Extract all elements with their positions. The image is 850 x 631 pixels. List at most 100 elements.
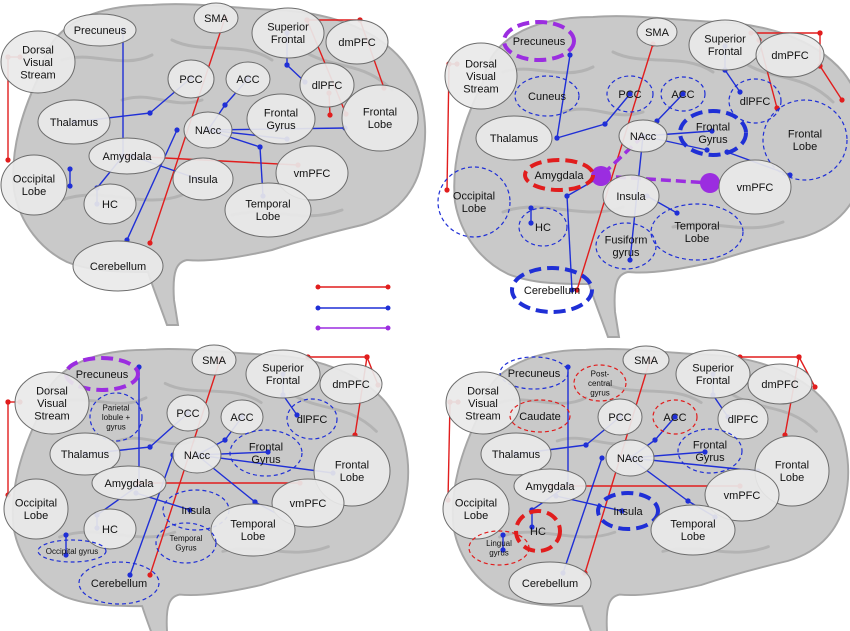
node-label: Superior bbox=[262, 363, 304, 375]
node-label: dlPFC bbox=[740, 96, 771, 108]
node-label: ACC bbox=[236, 74, 259, 86]
node-nacc: NAcc bbox=[605, 439, 655, 477]
node-label: Lobe bbox=[685, 233, 709, 245]
node-label: Gyrus bbox=[266, 120, 296, 132]
connection-blue bbox=[654, 416, 676, 441]
node-label: Frontal bbox=[696, 375, 730, 387]
node-label: ACC bbox=[663, 412, 686, 424]
highlight-node bbox=[700, 173, 720, 193]
node-label: Temporal bbox=[170, 534, 203, 543]
node-insula: Insula bbox=[602, 174, 660, 218]
node-cuneus: Cuneus bbox=[514, 75, 580, 117]
node-label: Amygdala bbox=[526, 481, 576, 493]
node-cerebellum: Cerebellum bbox=[78, 561, 160, 605]
node-label: dlPFC bbox=[297, 414, 328, 426]
node-label: Lobe bbox=[780, 472, 804, 484]
node-label: Visual bbox=[37, 398, 67, 410]
node-label: Superior bbox=[704, 34, 746, 46]
node-label: dlPFC bbox=[728, 414, 759, 426]
node-label: Visual bbox=[23, 57, 53, 69]
connection-blue bbox=[556, 123, 606, 139]
node-label: Lobe bbox=[793, 141, 817, 153]
node-label: Frontal bbox=[775, 460, 809, 472]
node-dmpfc: dmPFC bbox=[755, 32, 825, 78]
node-label: Lobe bbox=[464, 510, 488, 522]
node-label: vmPFC bbox=[724, 490, 761, 502]
node-hc: HC bbox=[518, 207, 568, 247]
node-pcc: PCC bbox=[166, 394, 210, 432]
node-label: PCC bbox=[618, 89, 641, 101]
node-precuneus: Precuneus bbox=[499, 356, 569, 390]
node-label: SMA bbox=[645, 27, 670, 39]
node-label: Lobe bbox=[22, 186, 46, 198]
node-label: Cuneus bbox=[528, 91, 566, 103]
connection-red bbox=[819, 65, 843, 101]
node-label: Precuneus bbox=[76, 369, 129, 381]
node-label: Occipital bbox=[455, 498, 497, 510]
node-label: Lobe bbox=[368, 119, 392, 131]
node-label: Stream bbox=[465, 410, 500, 422]
node-pcc: PCC bbox=[597, 398, 643, 436]
node-dlpfc: dlPFC bbox=[728, 78, 782, 124]
connection-red bbox=[447, 401, 451, 501]
node-label: PCC bbox=[608, 412, 631, 424]
connection-blue bbox=[562, 457, 603, 574]
node-nacc: NAcc bbox=[172, 436, 222, 474]
node-label: Stream bbox=[463, 83, 498, 95]
node-acc: ACC bbox=[652, 399, 698, 435]
node-vmpfc: vmPFC bbox=[275, 145, 349, 201]
node-vmpfc: vmPFC bbox=[718, 159, 792, 215]
node-label: HC bbox=[102, 199, 118, 211]
node-label: Temporal bbox=[674, 221, 719, 233]
node-label: central bbox=[588, 379, 612, 388]
node-label: Frontal bbox=[249, 442, 283, 454]
node-label: Insula bbox=[616, 191, 646, 203]
node-label: Thalamus bbox=[50, 117, 99, 129]
node-label: Gyrus bbox=[695, 452, 725, 464]
connection-blue bbox=[724, 69, 741, 93]
node-label: Cerebellum bbox=[524, 285, 580, 297]
node-label: Lobe bbox=[241, 531, 265, 543]
node-label: Insula bbox=[181, 505, 211, 517]
connection-blue bbox=[566, 195, 573, 291]
node-label: HC bbox=[530, 526, 546, 538]
connection-blue bbox=[129, 454, 174, 576]
node-amygdala: Amygdala bbox=[513, 468, 587, 504]
node-cerebellum: Cerebellum bbox=[72, 240, 164, 292]
node-label: Gyrus bbox=[698, 134, 728, 146]
node-label: lobule + bbox=[102, 413, 131, 422]
node-label: Thalamus bbox=[492, 449, 541, 461]
node-thalamus: Thalamus bbox=[475, 115, 553, 161]
node-label: Thalamus bbox=[61, 449, 110, 461]
node-label: Lingual bbox=[486, 539, 512, 548]
node-label: Cerebellum bbox=[91, 578, 147, 590]
node-label: Superior bbox=[267, 22, 309, 34]
node-label: Dorsal bbox=[465, 58, 497, 70]
connection-blue bbox=[556, 54, 571, 139]
node-label: Precuneus bbox=[74, 25, 127, 37]
node-caudate: Caudate bbox=[509, 399, 571, 433]
node-thalamus: Thalamus bbox=[49, 432, 121, 476]
node-label: Lobe bbox=[24, 510, 48, 522]
node-label: Post- bbox=[591, 369, 610, 378]
node-label: gyrus bbox=[106, 422, 126, 431]
node-nacc: NAcc bbox=[183, 111, 233, 149]
node-dlpfc: dlPFC bbox=[286, 398, 338, 440]
node-label: Temporal bbox=[670, 519, 715, 531]
node-sma: SMA bbox=[193, 2, 239, 34]
node-label: Frontal bbox=[271, 34, 305, 46]
node-label: Amygdala bbox=[535, 170, 585, 182]
node-label: Visual bbox=[466, 71, 496, 83]
